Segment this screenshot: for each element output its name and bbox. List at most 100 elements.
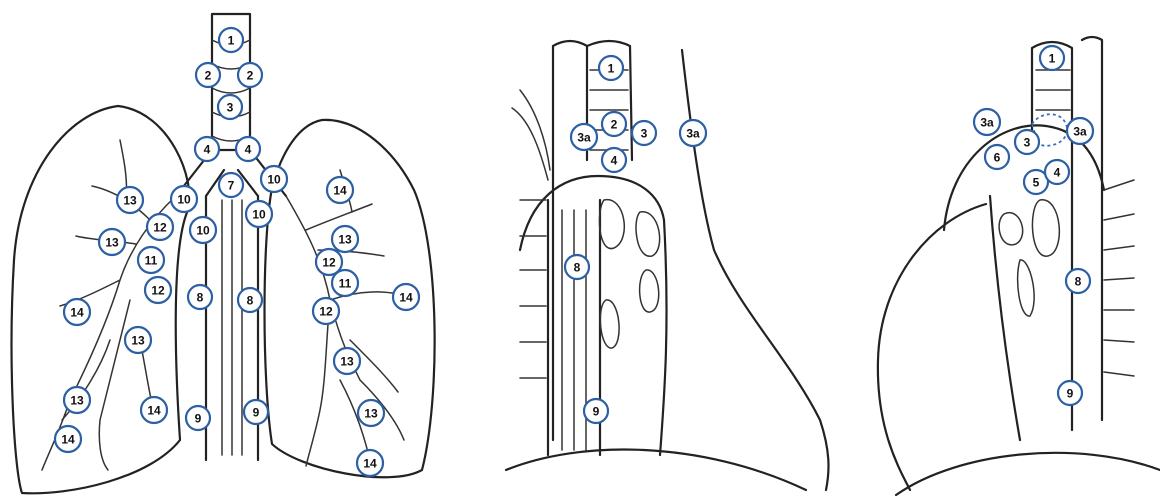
station-label: 9 xyxy=(593,405,600,419)
station-label: 3a xyxy=(686,127,700,141)
intercostal-vessels-left xyxy=(1104,180,1134,376)
station-label: 11 xyxy=(339,277,352,291)
station-node-left-lateral-3: 3a xyxy=(1067,118,1093,144)
station-node-anterior-9: 10 xyxy=(190,217,216,243)
station-label: 13 xyxy=(70,394,84,408)
station-node-anterior-22: 8 xyxy=(238,288,262,312)
station-label: 4 xyxy=(611,154,618,168)
station-node-anterior-33: 14 xyxy=(357,450,383,476)
station-label: 13 xyxy=(131,334,145,348)
intercostal-vessels xyxy=(512,90,550,378)
station-label: 14 xyxy=(70,306,84,320)
station-label: 2 xyxy=(611,118,618,132)
station-label: 8 xyxy=(247,294,254,308)
diaphragm-left xyxy=(896,453,1160,495)
station-label: 12 xyxy=(319,305,333,319)
station-label: 8 xyxy=(574,261,581,275)
station-label: 2 xyxy=(205,69,212,83)
vessel-ovals xyxy=(599,200,659,348)
station-label: 1 xyxy=(1049,52,1056,66)
vessel-ovals-left xyxy=(999,200,1059,316)
station-label: 10 xyxy=(252,208,266,222)
station-node-right-lateral-1: 3a xyxy=(571,124,597,150)
right-lateral-view-panel xyxy=(506,41,828,490)
station-label: 4 xyxy=(245,143,252,157)
diaphragm xyxy=(506,450,806,490)
station-node-anterior-6: 7 xyxy=(219,173,243,197)
station-label: 13 xyxy=(338,233,352,247)
station-label: 7 xyxy=(228,179,235,193)
left-lateral-view-panel xyxy=(878,37,1160,495)
station-label: 3 xyxy=(1024,136,1031,150)
station-label: 13 xyxy=(123,194,137,208)
station-label: 3a xyxy=(577,131,591,145)
station-node-right-lateral-2: 2 xyxy=(602,112,626,136)
station-label: 12 xyxy=(151,284,165,298)
station-node-anterior-24: 9 xyxy=(244,400,268,424)
station-label: 11 xyxy=(145,254,158,268)
heart-outline-left xyxy=(878,204,986,490)
station-label: 3 xyxy=(641,127,648,141)
station-node-left-lateral-6: 4 xyxy=(1045,160,1069,184)
station-node-left-lateral-7: 8 xyxy=(1066,269,1090,293)
station-label: 4 xyxy=(1054,166,1061,180)
station-label: 1 xyxy=(608,62,615,76)
station-label: 10 xyxy=(196,224,210,238)
station-node-anterior-31: 13 xyxy=(334,348,360,374)
station-node-left-lateral-2: 3 xyxy=(1015,130,1039,154)
station-label: 13 xyxy=(364,407,378,421)
station-label: 9 xyxy=(1067,387,1074,401)
station-label: 8 xyxy=(197,291,204,305)
station-node-anterior-28: 11 xyxy=(332,270,358,296)
station-label: 4 xyxy=(204,143,211,157)
station-node-anterior-18: 13 xyxy=(64,387,90,413)
station-label: 6 xyxy=(994,151,1001,165)
station-node-anterior-19: 14 xyxy=(141,397,167,423)
station-node-left-lateral-4: 6 xyxy=(985,145,1009,169)
station-node-anterior-5: 4 xyxy=(236,137,260,161)
station-node-right-lateral-5: 4 xyxy=(602,148,626,172)
station-node-anterior-13: 13 xyxy=(99,229,125,255)
station-node-anterior-12: 12 xyxy=(147,214,173,240)
station-label: 12 xyxy=(322,256,336,270)
station-node-right-lateral-0: 1 xyxy=(599,56,623,80)
station-node-anterior-29: 14 xyxy=(393,284,419,310)
station-label: 2 xyxy=(247,69,254,83)
station-node-anterior-11: 13 xyxy=(117,187,143,213)
station-label: 12 xyxy=(153,221,167,235)
station-node-anterior-20: 14 xyxy=(55,426,81,452)
station-label: 14 xyxy=(61,433,75,447)
station-node-anterior-26: 13 xyxy=(332,226,358,252)
station-node-right-lateral-6: 8 xyxy=(565,255,589,279)
station-node-anterior-25: 14 xyxy=(327,177,353,203)
station-label: 3a xyxy=(980,116,994,130)
station-label: 14 xyxy=(363,457,377,471)
station-node-anterior-21: 8 xyxy=(188,285,212,309)
station-node-anterior-32: 13 xyxy=(358,400,384,426)
station-node-right-lateral-3: 3 xyxy=(632,121,656,145)
station-label: 3 xyxy=(227,101,234,115)
station-label: 9 xyxy=(253,406,260,420)
station-node-anterior-1: 2 xyxy=(196,63,220,87)
station-node-anterior-16: 14 xyxy=(64,299,90,325)
station-node-anterior-30: 12 xyxy=(313,298,339,324)
station-label: 9 xyxy=(195,412,202,426)
station-label: 13 xyxy=(340,355,354,369)
station-node-right-lateral-7: 9 xyxy=(584,399,608,423)
trachea-left-lateral xyxy=(1032,37,1102,430)
station-node-anterior-10: 10 xyxy=(246,201,272,227)
station-label: 3a xyxy=(1073,125,1087,139)
station-node-anterior-17: 13 xyxy=(125,327,151,353)
station-node-anterior-8: 10 xyxy=(261,166,287,192)
trachea-lateral xyxy=(553,41,632,440)
station-node-anterior-7: 10 xyxy=(171,186,197,212)
station-node-anterior-4: 4 xyxy=(195,137,219,161)
station-node-anterior-2: 2 xyxy=(238,63,262,87)
left-bronchial-tree xyxy=(286,170,406,470)
station-label: 8 xyxy=(1075,275,1082,289)
station-label: 1 xyxy=(228,34,235,48)
station-label: 13 xyxy=(105,236,119,250)
station-label: 5 xyxy=(1033,176,1040,190)
station-label: 10 xyxy=(267,173,281,187)
